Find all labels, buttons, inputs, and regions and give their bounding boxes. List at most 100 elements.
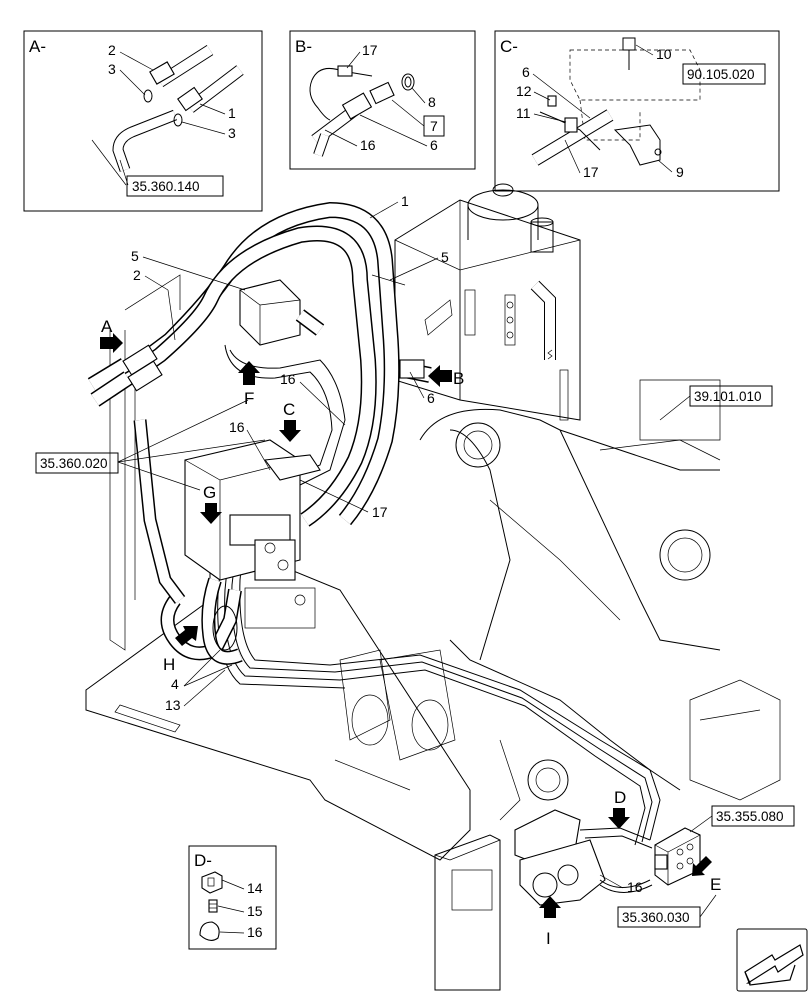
detail-view-d: D- 14 15 16 xyxy=(188,845,277,950)
main-callouts: 1 2 5 5 6 16 16 17 4 13 16 xyxy=(131,193,643,895)
detail-b-callout-6: 6 xyxy=(430,137,438,153)
ref-box-35360020 xyxy=(35,452,119,474)
detail-c-bracket-9 xyxy=(613,124,661,166)
detail-view-a: A- 2 3 1 3 35.360.140 xyxy=(23,30,263,212)
view-arrow-g xyxy=(200,503,222,524)
detail-a-callout-3: 3 xyxy=(108,61,116,77)
detail-a-oring-1 xyxy=(143,89,153,103)
detail-d-frame xyxy=(188,845,277,950)
machine-frame xyxy=(85,183,781,991)
detail-c-callout-11: 11 xyxy=(516,105,531,121)
detail-c-callout-10: 10 xyxy=(656,46,672,62)
detail-c-callout-9: 9 xyxy=(676,164,684,180)
detail-c-cable-17 xyxy=(539,111,601,151)
orientation-arrow-icon xyxy=(736,928,808,992)
detail-d-clamp-14 xyxy=(201,871,223,894)
reference-boxes: 39.101.010 35.360.020 35.355.080 35.360.… xyxy=(35,385,795,928)
detail-b-callout-16: 16 xyxy=(360,137,376,153)
detail-a-callout-1: 1 xyxy=(228,105,236,121)
detail-c-frame xyxy=(494,30,780,192)
callout-1: 1 xyxy=(401,193,409,209)
detail-d-callout-16: 16 xyxy=(247,924,263,940)
detail-c-ref: 90.105.020 xyxy=(687,67,755,82)
ref-35355080: 35.355.080 xyxy=(716,809,784,824)
detail-c-screw-12 xyxy=(547,95,557,107)
ref-35360020: 35.360.020 xyxy=(40,456,108,471)
view-arrow-e xyxy=(692,856,712,876)
detail-c-bolt-10 xyxy=(622,37,636,51)
pilot-line-1 xyxy=(229,349,346,521)
callout-4: 4 xyxy=(171,676,179,692)
detail-c-callout-12: 12 xyxy=(516,83,532,99)
lower-right-valve xyxy=(514,809,701,906)
detail-b-seal xyxy=(401,73,415,91)
detail-a-fitting-2 xyxy=(177,86,203,112)
detail-a-fitting-1 xyxy=(149,61,175,85)
view-arrows: A B F C G H D E I xyxy=(100,317,721,948)
detail-c-bracket-plate xyxy=(569,49,701,101)
detail-b-label: B- xyxy=(295,37,312,56)
callout-5a: 5 xyxy=(131,248,139,264)
view-arrow-a xyxy=(100,333,123,353)
hose-clamp-c xyxy=(263,454,321,481)
detail-b-cable xyxy=(309,67,346,121)
callout-2: 2 xyxy=(133,267,141,283)
callout-5b: 5 xyxy=(441,249,449,265)
view-arrow-i-label: I xyxy=(546,929,551,948)
view-arrow-a-label: A xyxy=(101,317,113,336)
detail-a-oring-2 xyxy=(173,113,183,127)
detail-d-callout-14: 14 xyxy=(247,880,263,896)
detail-a-ref-box xyxy=(126,175,224,197)
view-arrow-i xyxy=(539,896,561,918)
ref-35360030: 35.360.030 xyxy=(622,910,690,925)
valve-block-5 xyxy=(239,279,301,346)
detail-d-label: D- xyxy=(194,851,212,870)
callout-16b: 16 xyxy=(229,419,245,435)
fitting-b xyxy=(399,359,425,379)
detail-view-b: B- 17 8 7 6 16 xyxy=(289,30,476,170)
detail-b-frame xyxy=(289,30,476,170)
callout-13: 13 xyxy=(165,697,181,713)
view-arrow-g-label: G xyxy=(203,483,216,502)
detail-a-frame xyxy=(23,30,263,212)
fitting-a-lower xyxy=(127,360,163,392)
detail-b-callout-7: 7 xyxy=(430,118,438,134)
detail-a-callout-3b: 3 xyxy=(228,125,236,141)
detail-a-ref: 35.360.140 xyxy=(132,179,200,194)
view-arrow-b-label: B xyxy=(453,369,464,388)
detail-b-adapter xyxy=(369,81,395,105)
view-arrow-b xyxy=(428,365,452,387)
view-arrow-c xyxy=(279,420,301,442)
detail-c-clamp-11 xyxy=(564,117,578,133)
view-arrow-f xyxy=(238,361,260,385)
ref-39101010: 39.101.010 xyxy=(694,389,762,404)
view-arrow-e-label: E xyxy=(710,875,721,894)
view-arrow-d xyxy=(608,808,630,829)
detail-c-callout-6: 6 xyxy=(522,64,530,80)
callout-16c: 16 xyxy=(627,879,643,895)
detail-c-ref-box xyxy=(682,63,766,85)
detail-view-c: C- 10 6 12 11 17 9 90.105.020 xyxy=(494,30,780,192)
view-arrow-h-label: H xyxy=(163,655,175,674)
detail-a-callout-2: 2 xyxy=(108,42,116,58)
view-arrow-f-label: F xyxy=(244,389,254,408)
pilot-line-2 xyxy=(239,529,661,841)
callout-6: 6 xyxy=(427,390,435,406)
detail-a-label: A- xyxy=(29,37,46,56)
callout-16a: 16 xyxy=(280,371,296,387)
detail-b-connector xyxy=(337,65,353,77)
detail-b-callout-17: 17 xyxy=(362,42,378,58)
detail-d-clip-16 xyxy=(199,921,220,941)
detail-d-screw-15 xyxy=(208,899,218,913)
hose-routing xyxy=(87,201,661,846)
detail-c-callout-17: 17 xyxy=(583,164,599,180)
valve-lower-block xyxy=(244,587,316,629)
detail-b-hose-end xyxy=(341,92,373,120)
valve-fittings xyxy=(254,539,296,581)
detail-b-callout-8: 8 xyxy=(428,94,436,110)
view-arrow-c-label: C xyxy=(283,400,295,419)
callout-17: 17 xyxy=(372,504,388,520)
view-arrow-d-label: D xyxy=(614,788,626,807)
